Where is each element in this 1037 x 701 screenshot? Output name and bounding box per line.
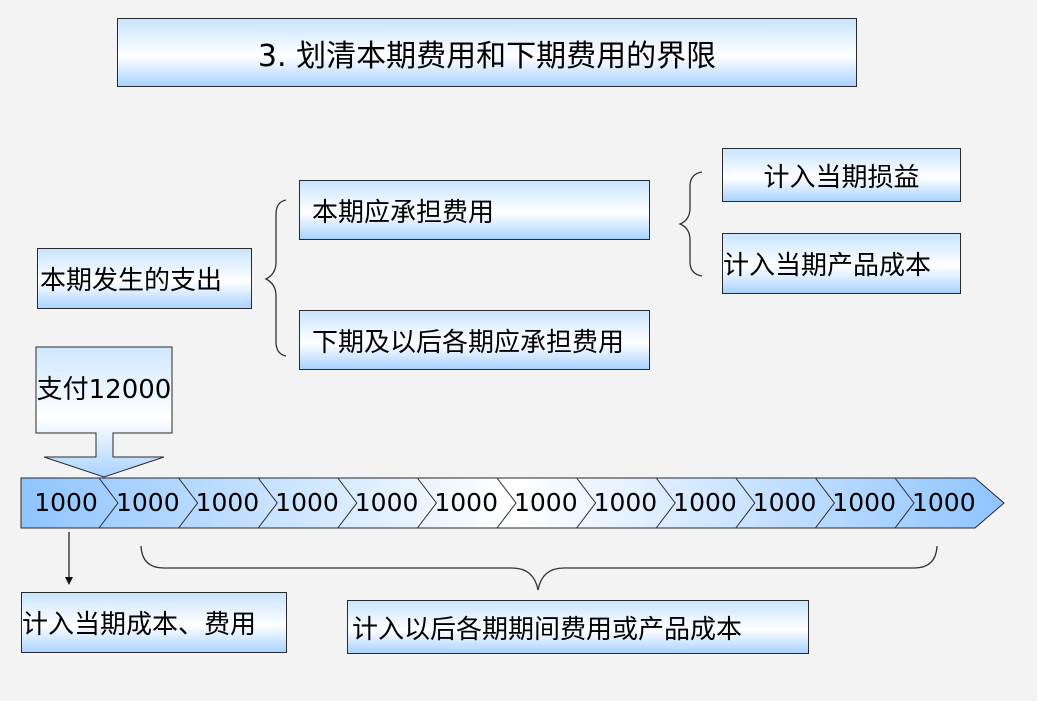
- profit-loss-label: 计入当期损益: [763, 162, 920, 193]
- brace-right: [678, 171, 703, 277]
- timeline-divider: [894, 477, 915, 529]
- arrow-down-icon: [65, 577, 73, 585]
- profit-loss-box: 计入当期损益: [722, 148, 961, 202]
- current-cost-label: 计入当期成本、费用: [22, 610, 257, 640]
- timeline-segment-label: 1000: [354, 488, 419, 517]
- page-title: 3. 划清本期费用和下期费用的界限: [117, 18, 857, 87]
- future-period-label: 下期及以后各期应承担费用: [312, 327, 625, 358]
- timeline-segment-label: 1000: [275, 488, 339, 517]
- timeline-segment-label: 1000: [115, 488, 180, 517]
- timeline-divider: [337, 477, 358, 529]
- expenditure-label: 本期发生的支出: [40, 266, 223, 296]
- timeline-segment-label: 1000: [673, 488, 737, 517]
- current-cost-box: 计入当期成本、费用: [21, 592, 287, 653]
- product-cost-label: 计入当期产品成本: [723, 251, 932, 281]
- timeline-segment-label: 1000: [752, 488, 817, 517]
- timeline-chevrons: [98, 477, 915, 529]
- brace-bottom: [140, 545, 938, 591]
- timeline-segment-label: 1000: [911, 488, 976, 517]
- brace-left: [264, 199, 287, 357]
- timeline-segment-label: 1000: [513, 488, 578, 517]
- timeline-segment-label: 1000: [434, 488, 498, 517]
- timeline-divider: [735, 477, 756, 529]
- product-cost-box: 计入当期产品成本: [722, 233, 961, 294]
- timeline-divider: [496, 477, 517, 529]
- title-text: 3. 划清本期费用和下期费用的界限: [257, 38, 717, 74]
- timeline-segment-label: 1000: [832, 488, 896, 517]
- timeline-segment-label: 1000: [34, 488, 98, 517]
- timeline-divider: [815, 477, 836, 529]
- current-period-box: 本期应承担费用: [299, 180, 650, 240]
- timeline-divider: [257, 477, 278, 529]
- timeline-divider: [655, 477, 676, 529]
- timeline-divider: [576, 477, 597, 529]
- later-cost-box: 计入以后各期期间费用或产品成本: [347, 600, 809, 654]
- timeline-divider: [98, 477, 119, 529]
- current-period-label: 本期应承担费用: [312, 197, 495, 228]
- expenditure-box: 本期发生的支出: [37, 248, 252, 309]
- payment-label: 支付12000: [36, 375, 172, 405]
- timeline-segment-label: 1000: [195, 488, 260, 517]
- later-cost-label: 计入以后各期期间费用或产品成本: [352, 614, 743, 645]
- timeline-divider: [178, 477, 199, 529]
- payment-callout: [35, 346, 173, 478]
- future-period-box: 下期及以后各期应承担费用: [299, 310, 650, 370]
- timeline-divider: [417, 477, 438, 529]
- timeline-segment-label: 1000: [593, 488, 658, 517]
